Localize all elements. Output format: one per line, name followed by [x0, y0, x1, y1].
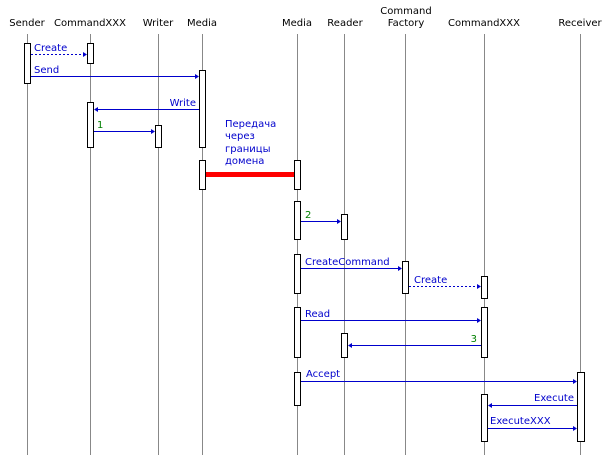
header-writer: Writer	[143, 18, 174, 29]
lifelines	[27, 34, 581, 455]
note-line-4: домена	[225, 156, 264, 167]
label-seq-1: 1	[97, 120, 103, 131]
label-seq-2: 2	[305, 210, 311, 221]
activation-commandxxx-1-a	[87, 43, 94, 64]
arrowhead-3	[348, 343, 352, 348]
activation-media-1-b	[199, 160, 206, 190]
header-command-factory-line1: Command	[380, 6, 431, 17]
activation-media-1-a	[199, 70, 206, 148]
label-write: Write	[170, 98, 196, 109]
activation-commandxxx-2-c	[481, 394, 488, 442]
arrowhead-send	[195, 74, 199, 79]
activation-media-2-c	[294, 254, 301, 294]
note-line-2: через	[225, 131, 255, 142]
activation-media-2-d	[294, 307, 301, 358]
label-accept: Accept	[306, 369, 340, 380]
header-sender: Sender	[9, 18, 45, 29]
label-read: Read	[305, 309, 330, 320]
activation-writer	[155, 125, 162, 148]
activation-reader-b	[341, 333, 348, 358]
label-create-1: Create	[34, 43, 67, 54]
arrowhead-1	[151, 129, 155, 134]
note-line-3: границы	[225, 144, 270, 155]
label-send: Send	[34, 65, 59, 76]
activation-command-factory	[402, 261, 409, 294]
domain-boundary-note: Передача через границы домена	[225, 119, 276, 167]
label-createcommand: CreateCommand	[305, 257, 390, 268]
activation-commandxxx-2-b	[481, 307, 488, 358]
label-executexxx: ExecuteXXX	[490, 416, 551, 427]
header-reader: Reader	[327, 18, 363, 29]
activations	[24, 43, 585, 442]
arrowhead-createcommand	[398, 266, 402, 271]
arrowhead-create-1	[83, 52, 87, 57]
header-receiver: Receiver	[558, 18, 602, 29]
header-media-1: Media	[187, 18, 217, 29]
domain-boundary-bar	[205, 172, 295, 177]
participant-headers: Sender CommandXXX Writer Media Media Rea…	[9, 6, 602, 29]
activation-commandxxx-1-b	[87, 102, 94, 148]
label-execute: Execute	[534, 393, 574, 404]
label-create-2: Create	[414, 275, 447, 286]
header-commandxxx-1: CommandXXX	[54, 18, 126, 29]
note-line-1: Передача	[225, 119, 276, 130]
message-labels: Create Send Write 1 2 CreateCommand Crea…	[34, 43, 574, 427]
label-seq-3: 3	[471, 334, 477, 345]
activation-media-2-b	[294, 201, 301, 240]
arrowheads	[83, 52, 577, 431]
arrowhead-execute	[488, 403, 492, 408]
activation-reader-a	[341, 214, 348, 240]
arrowhead-accept	[573, 379, 577, 384]
activation-sender	[24, 43, 31, 84]
arrowhead-read	[477, 318, 481, 323]
activation-receiver	[577, 372, 585, 442]
arrowhead-2	[337, 219, 341, 224]
activation-media-2-e	[294, 372, 301, 406]
header-command-factory-line2: Factory	[388, 18, 425, 29]
arrowhead-write	[94, 107, 98, 112]
message-lines	[31, 54, 577, 429]
arrowhead-create-2	[477, 284, 481, 289]
activation-media-2-a	[294, 160, 301, 190]
header-commandxxx-2: CommandXXX	[448, 18, 520, 29]
header-media-2: Media	[282, 18, 312, 29]
activation-commandxxx-2-a	[481, 276, 488, 299]
arrowhead-executexxx	[573, 426, 577, 431]
